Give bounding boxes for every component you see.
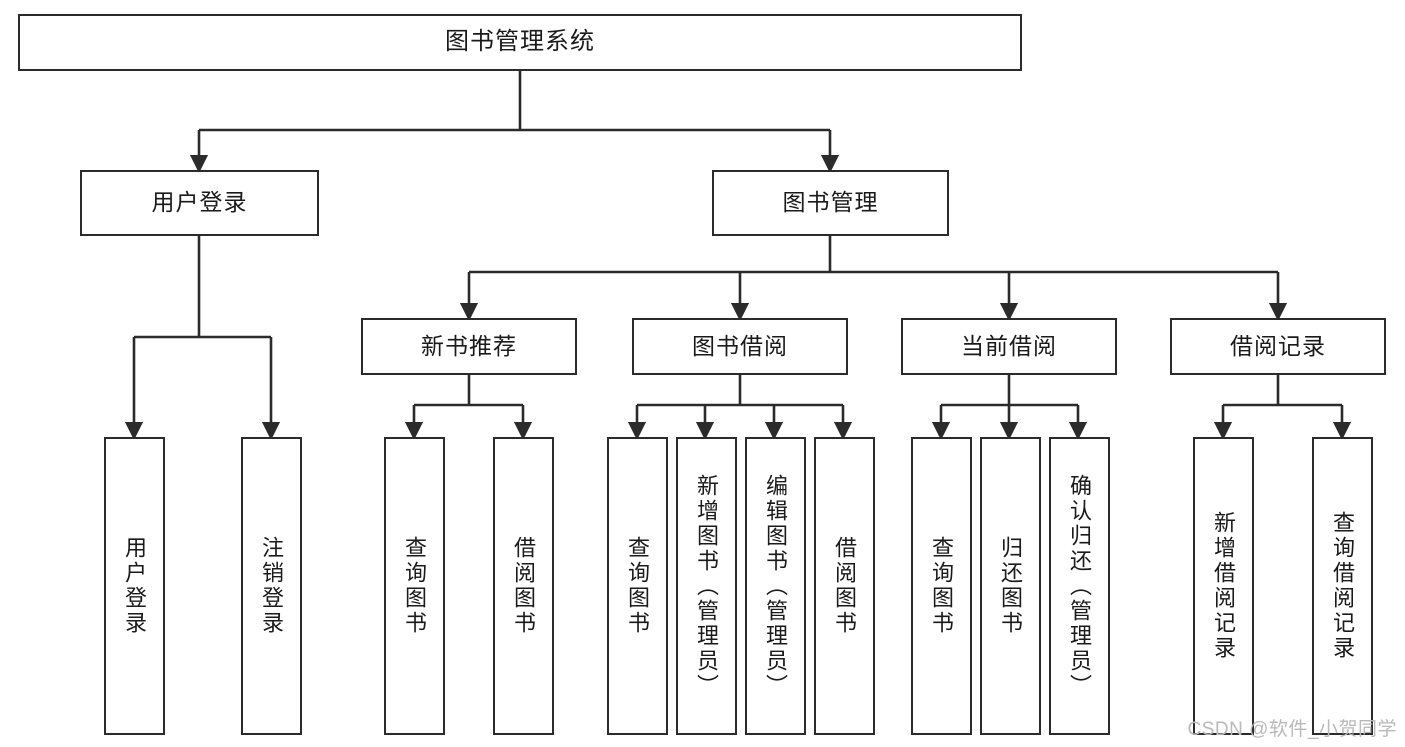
node-leaf-add-borrow-record[interactable]: 新增借阅记录 — [1193, 437, 1254, 735]
node-leaf-edit-book-admin[interactable]: 编辑图书（管理员） — [745, 437, 806, 735]
node-label: 查询图书 — [402, 536, 428, 636]
node-leaf-query-book-2[interactable]: 查询图书 — [607, 437, 668, 735]
node-leaf-query-book-1[interactable]: 查询图书 — [384, 437, 445, 735]
node-leaf-return-book[interactable]: 归还图书 — [980, 437, 1041, 735]
node-label: 图书借阅 — [692, 332, 788, 359]
node-label: 图书管理 — [782, 189, 879, 216]
node-label: 借阅记录 — [1230, 332, 1326, 359]
node-borrowing-record[interactable]: 借阅记录 — [1170, 318, 1386, 375]
node-book-management[interactable]: 图书管理 — [712, 170, 949, 236]
node-label: 新增借阅记录 — [1211, 511, 1237, 661]
node-label: 借阅图书 — [832, 536, 858, 636]
node-label: 查询借阅记录 — [1330, 511, 1356, 661]
node-label: 注销登录 — [259, 536, 285, 636]
node-leaf-query-borrow-record[interactable]: 查询借阅记录 — [1312, 437, 1373, 735]
node-leaf-add-book-admin[interactable]: 新增图书（管理员） — [676, 437, 737, 735]
node-label: 编辑图书（管理员） — [763, 473, 789, 699]
node-leaf-confirm-return-admin[interactable]: 确认归还（管理员） — [1049, 437, 1110, 735]
node-label: 图书管理系统 — [445, 28, 595, 56]
node-user-login[interactable]: 用户登录 — [80, 170, 319, 236]
node-label: 归还图书 — [998, 536, 1024, 636]
node-label: 借阅图书 — [511, 536, 537, 636]
node-label: 新增图书（管理员） — [694, 473, 720, 699]
csdn-watermark: CSDN @软件_小贺同学 — [1187, 719, 1397, 740]
node-label: 新书推荐 — [421, 332, 517, 359]
node-leaf-user-login[interactable]: 用户登录 — [104, 437, 165, 735]
node-new-book-recommendation[interactable]: 新书推荐 — [361, 318, 577, 375]
node-leaf-query-book-3[interactable]: 查询图书 — [911, 437, 972, 735]
node-leaf-borrow-book-1[interactable]: 借阅图书 — [493, 437, 554, 735]
node-current-borrowing[interactable]: 当前借阅 — [901, 318, 1117, 375]
node-label: 当前借阅 — [961, 332, 1057, 359]
node-leaf-borrow-book-2[interactable]: 借阅图书 — [814, 437, 875, 735]
node-label: 用户登录 — [122, 536, 148, 636]
node-book-borrowing[interactable]: 图书借阅 — [632, 318, 848, 375]
node-root-library-system[interactable]: 图书管理系统 — [18, 14, 1022, 71]
node-label: 查询图书 — [625, 536, 651, 636]
node-label: 用户登录 — [151, 189, 248, 216]
node-label: 确认归还（管理员） — [1067, 473, 1093, 699]
node-label: 查询图书 — [929, 536, 955, 636]
node-leaf-logout[interactable]: 注销登录 — [241, 437, 302, 735]
